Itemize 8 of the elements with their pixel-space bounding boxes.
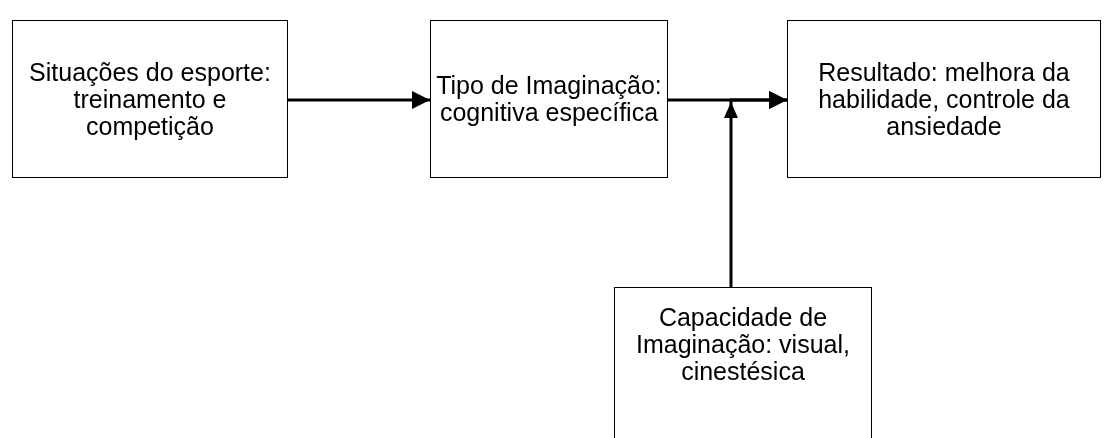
box-label: Situações do esporte: treinamento e competição — [28, 58, 272, 140]
process-box — [12, 20, 288, 178]
process-box — [430, 20, 668, 178]
process-box — [614, 287, 872, 438]
box-label: Tipo de Imaginação: cognitiva específica — [435, 72, 663, 126]
box-label: Capacidade de Imaginação: visual, cinestésica — [635, 304, 851, 385]
process-box — [787, 20, 1101, 178]
box-label: Resultado: melhora da habilidade, controle da ansiedade — [817, 58, 1071, 140]
